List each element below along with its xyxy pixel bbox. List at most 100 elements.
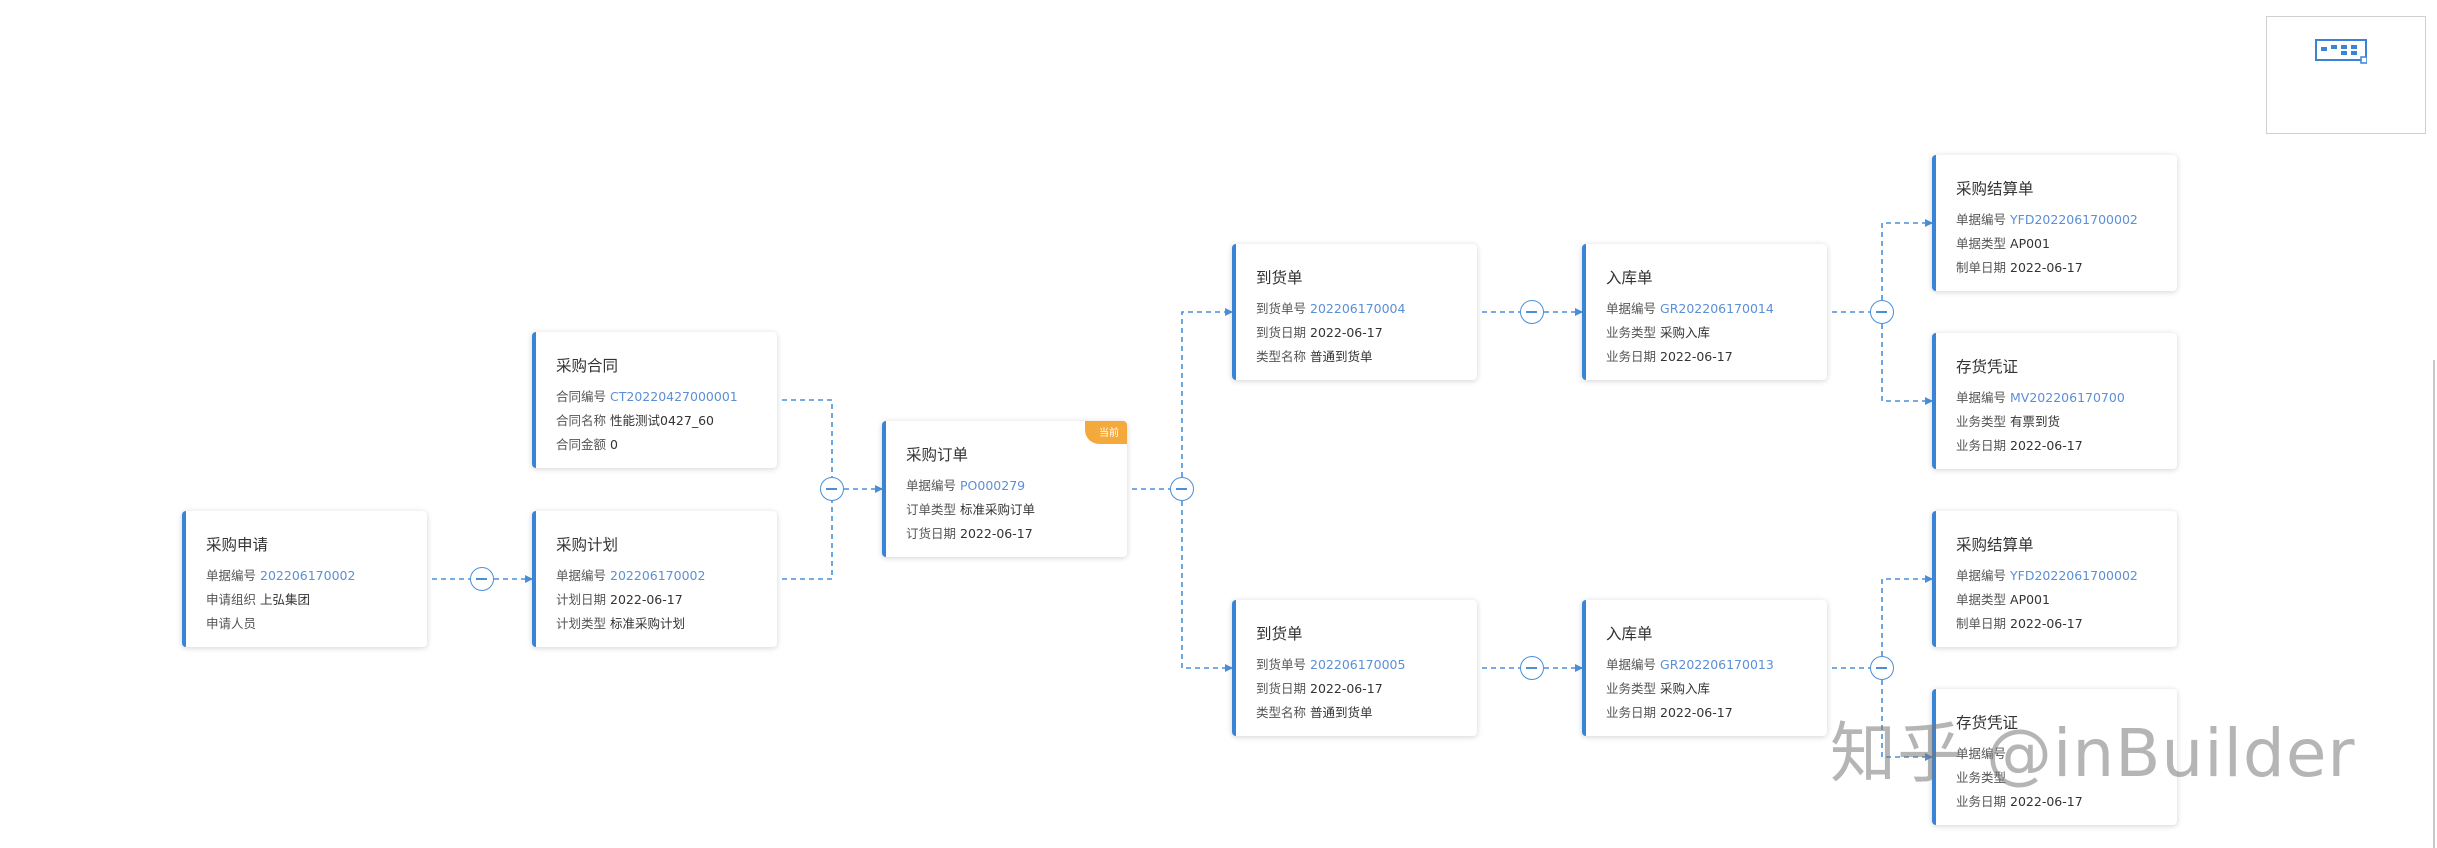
field-label: 合同金额 — [556, 437, 607, 452]
field-label: 类型名称 — [1256, 349, 1307, 364]
field-value: 标准采购计划 — [610, 616, 686, 631]
field-value: 2022-06-17 — [2010, 260, 2083, 275]
doc-number-link[interactable]: 202206170004 — [1310, 301, 1406, 316]
collapse-toggle-arrival-1[interactable] — [1520, 300, 1544, 324]
doc-number-link[interactable]: CT20220427000001 — [610, 389, 738, 404]
doc-number-link[interactable]: PO000279 — [960, 478, 1026, 493]
field-value: 2022-06-17 — [1310, 325, 1383, 340]
field-label: 到货日期 — [1256, 325, 1307, 340]
collapse-toggle-inbound-1[interactable] — [1870, 300, 1894, 324]
field-value: 2022-06-17 — [1660, 349, 1733, 364]
doc-number-link[interactable]: YFD2022061700002 — [2010, 212, 2138, 227]
field-value: 0 — [610, 437, 618, 452]
field-value: 采购入库 — [1660, 325, 1711, 340]
collapse-toggle-order[interactable] — [1170, 477, 1194, 501]
field-label: 合同名称 — [556, 413, 607, 428]
node-title: 存货凭证 — [1956, 358, 2019, 376]
node-title: 采购合同 — [556, 357, 619, 375]
node-title: 采购计划 — [556, 536, 619, 554]
doc-number-link[interactable]: 202206170002 — [610, 568, 706, 583]
field-value: 2022-06-17 — [960, 526, 1033, 541]
field-label: 合同编号 — [556, 389, 607, 404]
doc-number-link[interactable]: GR202206170014 — [1660, 301, 1774, 316]
collapse-toggle-request[interactable] — [470, 567, 494, 591]
node-title: 入库单 — [1606, 269, 1653, 287]
node-field: 申请组织上弘集团 — [206, 589, 310, 608]
minimap-viewport-icon[interactable] — [2315, 39, 2367, 65]
field-label: 计划日期 — [556, 592, 607, 607]
node-title: 到货单 — [1256, 625, 1303, 643]
node-title: 采购申请 — [206, 536, 269, 554]
doc-number-link[interactable]: GR202206170013 — [1660, 657, 1774, 672]
collapse-toggle-inbound-2[interactable] — [1870, 656, 1894, 680]
field-label: 单据类型 — [1956, 236, 2007, 251]
field-label: 业务类型 — [1606, 681, 1657, 696]
field-value: 2022-06-17 — [610, 592, 683, 607]
field-value: 2022-06-17 — [1660, 705, 1733, 720]
field-label: 业务日期 — [1606, 705, 1657, 720]
field-label: 类型名称 — [1256, 705, 1307, 720]
field-label: 单据编号 — [206, 568, 257, 583]
doc-number-link[interactable]: 202206170005 — [1310, 657, 1406, 672]
node-field: 申请人员 — [206, 613, 260, 632]
node-field: 计划类型标准采购计划 — [556, 613, 685, 632]
field-label: 业务日期 — [1956, 438, 2007, 453]
doc-number-link[interactable]: 202206170002 — [260, 568, 356, 583]
field-label: 订单类型 — [906, 502, 957, 517]
field-value: 2022-06-17 — [2010, 616, 2083, 631]
field-value: 2022-06-17 — [2010, 438, 2083, 453]
doc-number-link[interactable]: YFD2022061700002 — [2010, 568, 2138, 583]
field-label: 单据编号 — [1606, 301, 1657, 316]
node-title: 入库单 — [1606, 625, 1653, 643]
collapse-toggle-order-inputs[interactable] — [820, 477, 844, 501]
field-label: 业务类型 — [1956, 414, 2007, 429]
node-field: 业务类型采购入库 — [1606, 678, 1710, 697]
node-field: 单据编号 — [1956, 743, 2010, 762]
field-label: 单据编号 — [1606, 657, 1657, 672]
watermark: 知乎 @inBuilder — [1830, 715, 2356, 792]
node-field: 合同名称性能测试0427_60 — [556, 410, 714, 429]
field-label: 申请组织 — [206, 592, 257, 607]
field-label: 业务日期 — [1606, 349, 1657, 364]
field-value: 采购入库 — [1660, 681, 1711, 696]
field-label: 单据编号 — [1956, 568, 2007, 583]
doc-number-link[interactable]: MV202206170700 — [2010, 390, 2125, 405]
minimap[interactable] — [2266, 16, 2426, 134]
field-label: 到货单号 — [1256, 657, 1307, 672]
node-title: 采购订单 — [906, 446, 969, 464]
vertical-scrollbar[interactable] — [2433, 360, 2435, 848]
field-label: 单据编号 — [556, 568, 607, 583]
field-label: 到货单号 — [1256, 301, 1307, 316]
collapse-toggle-arrival-2[interactable] — [1520, 656, 1544, 680]
field-value: 有票到货 — [2010, 414, 2061, 429]
field-label: 制单日期 — [1956, 260, 2007, 275]
